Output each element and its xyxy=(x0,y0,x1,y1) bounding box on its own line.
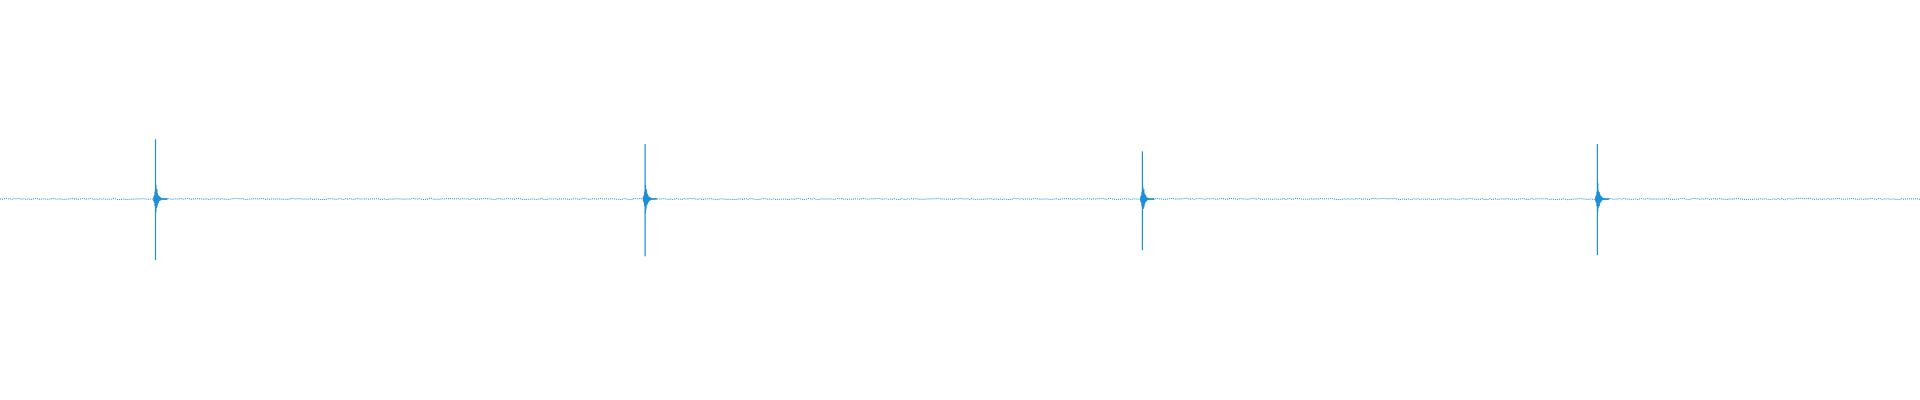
waveform-transient xyxy=(1595,144,1610,256)
waveform-transient xyxy=(1140,151,1155,251)
waveform-transient xyxy=(153,139,168,260)
waveform-baseline xyxy=(0,197,1920,201)
waveform-transient xyxy=(642,144,658,257)
waveform-series xyxy=(0,139,1920,260)
